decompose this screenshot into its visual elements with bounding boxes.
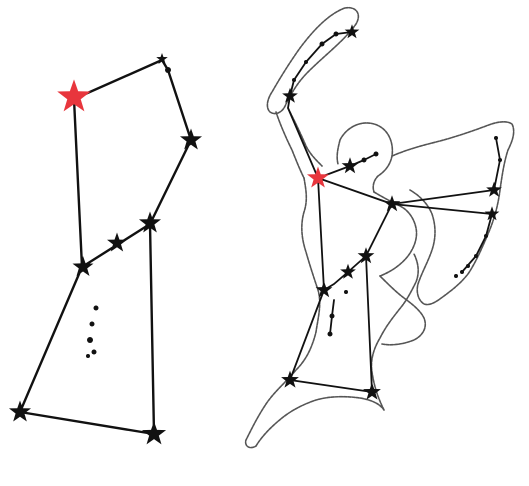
line-feet — [20, 412, 154, 434]
shield-lower-line — [462, 214, 492, 272]
line-belt-to-left-foot — [20, 267, 82, 412]
star-icon — [345, 24, 360, 38]
feet-line — [290, 380, 372, 392]
body-right-line — [366, 204, 392, 256]
right-constellation-lines — [288, 32, 500, 392]
body-left-line — [318, 178, 324, 290]
star-icon — [9, 400, 31, 421]
shoulders-line — [318, 178, 392, 204]
star-icon — [180, 128, 202, 149]
sword-stars — [86, 306, 99, 359]
body-right-outline — [380, 276, 425, 345]
arm-line — [288, 96, 318, 178]
club-outline — [267, 8, 358, 114]
left-constellation-lines — [20, 60, 191, 434]
legs-outline — [256, 254, 418, 446]
club-line — [290, 32, 352, 96]
left-leg-line — [290, 290, 324, 380]
shoulder-to-shield-line — [392, 190, 494, 204]
line-left-shoulder-to-belt — [74, 99, 82, 267]
shield-line — [494, 138, 500, 190]
left-stars — [9, 53, 202, 444]
line-belt-to-right-foot — [150, 224, 154, 434]
left-constellation — [9, 53, 202, 444]
star-icon — [281, 371, 299, 388]
right-leg-line — [366, 256, 372, 392]
star-icon — [73, 256, 94, 276]
shoulder-to-shield-lower-line — [392, 204, 492, 214]
torso-outline — [246, 178, 320, 448]
right-hunter-figure — [246, 8, 514, 448]
line-right-shoulder-to-belt — [150, 140, 191, 224]
star-icon — [342, 157, 359, 173]
head-outline — [337, 123, 392, 192]
raised-arm-outline — [276, 108, 322, 178]
